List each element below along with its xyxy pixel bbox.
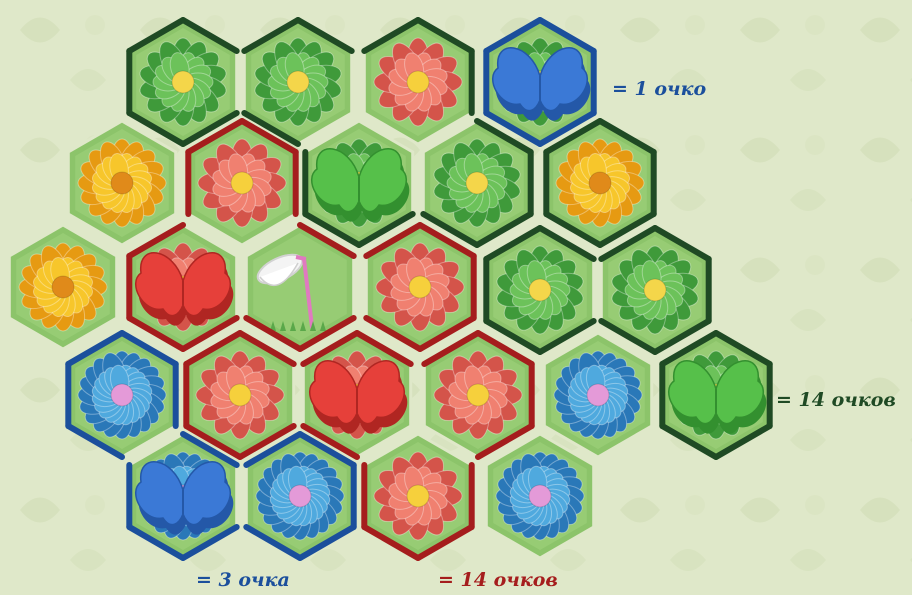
- score-label-blue-top: = 1 очко: [612, 78, 706, 100]
- score-label-green-right: = 14 очков: [776, 389, 896, 411]
- score-label-blue-bottom: = 3 очка: [196, 569, 290, 591]
- yellow-flower-icon: [18, 242, 108, 332]
- yellow-flower-icon: [77, 138, 167, 228]
- score-label-red-bottom: = 14 очков: [438, 569, 558, 591]
- yellow-flower-icon: [555, 138, 645, 228]
